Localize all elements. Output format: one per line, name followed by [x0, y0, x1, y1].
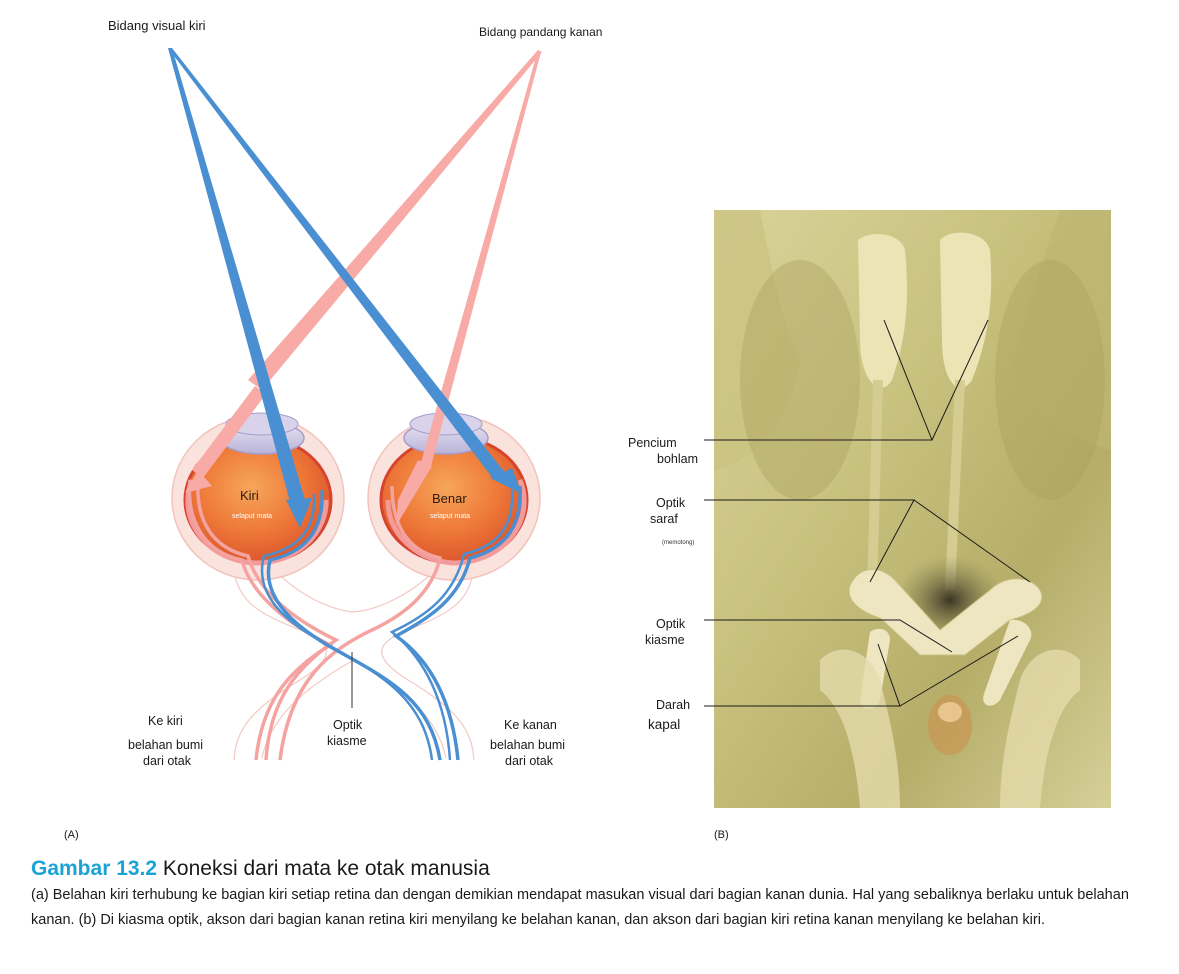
right-eye-retina-label: selaput mata	[430, 513, 471, 520]
olfactory-bulb-label-1: Pencium	[628, 436, 677, 450]
chiasm-label-2: kiasme	[327, 734, 367, 748]
optic-nerve-note: (memotong)	[662, 540, 695, 546]
left-hemisphere-label-2: belahan bumi	[128, 738, 204, 752]
left-visual-field-label: Bidang visual kiri	[108, 18, 206, 33]
right-hemisphere-label-3: dari otak	[505, 754, 553, 768]
left-eye-label: Kiri	[240, 488, 259, 503]
optic-chiasm-label-2: kiasme	[645, 633, 685, 647]
panel-a-letter: (A)	[64, 829, 79, 841]
optic-nerve-label-2: saraf	[650, 512, 678, 526]
caption-body: (a) Belahan kiri terhubung ke bagian kir…	[31, 887, 1129, 928]
photo-leader-lines	[704, 319, 1031, 707]
left-hemisphere-label-1: Ke kiri	[148, 714, 183, 728]
left-hemisphere-label-3: dari otak	[143, 754, 191, 768]
blue-ray-right-eye	[168, 48, 506, 480]
caption-title-row: Gambar 13.2 Koneksi dari mata ke otak ma…	[31, 855, 1151, 883]
figure-caption: Gambar 13.2 Koneksi dari mata ke otak ma…	[31, 855, 1151, 933]
chiasm-leader	[704, 619, 953, 653]
pink-ray-left-eye	[248, 50, 542, 390]
blue-nerve-paths	[260, 485, 522, 761]
right-hemisphere-label-1: Ke kanan	[504, 718, 557, 732]
right-visual-field-label: Bidang pandang kanan	[479, 25, 603, 39]
chiasm-label-1: Optik	[333, 718, 363, 732]
figure-title: Koneksi dari mata ke otak manusia	[157, 857, 490, 880]
panel-b-photo	[704, 210, 1111, 808]
optic-nerve-label-1: Optik	[656, 496, 686, 510]
panel-b-letter: (B)	[714, 829, 729, 841]
pink-crossing-path	[278, 485, 443, 761]
optic-chiasm-label-1: Optik	[656, 617, 686, 631]
panel-a-diagram	[168, 48, 542, 761]
right-hemisphere-label-2: belahan bumi	[490, 738, 566, 752]
blue-ray-left-eye	[168, 48, 305, 502]
right-eye-label: Benar	[432, 491, 467, 506]
blood-vessel-label-2: kapal	[648, 717, 681, 732]
olfactory-bulb-label-2: bohlam	[657, 452, 698, 466]
light-rays	[168, 48, 542, 528]
left-eye-retina-label: selaput mata	[232, 513, 273, 520]
pink-ray-right-eye	[420, 50, 541, 470]
blood-vessel-label-1: Darah	[656, 698, 691, 712]
figure-number: Gambar 13.2	[31, 857, 158, 880]
